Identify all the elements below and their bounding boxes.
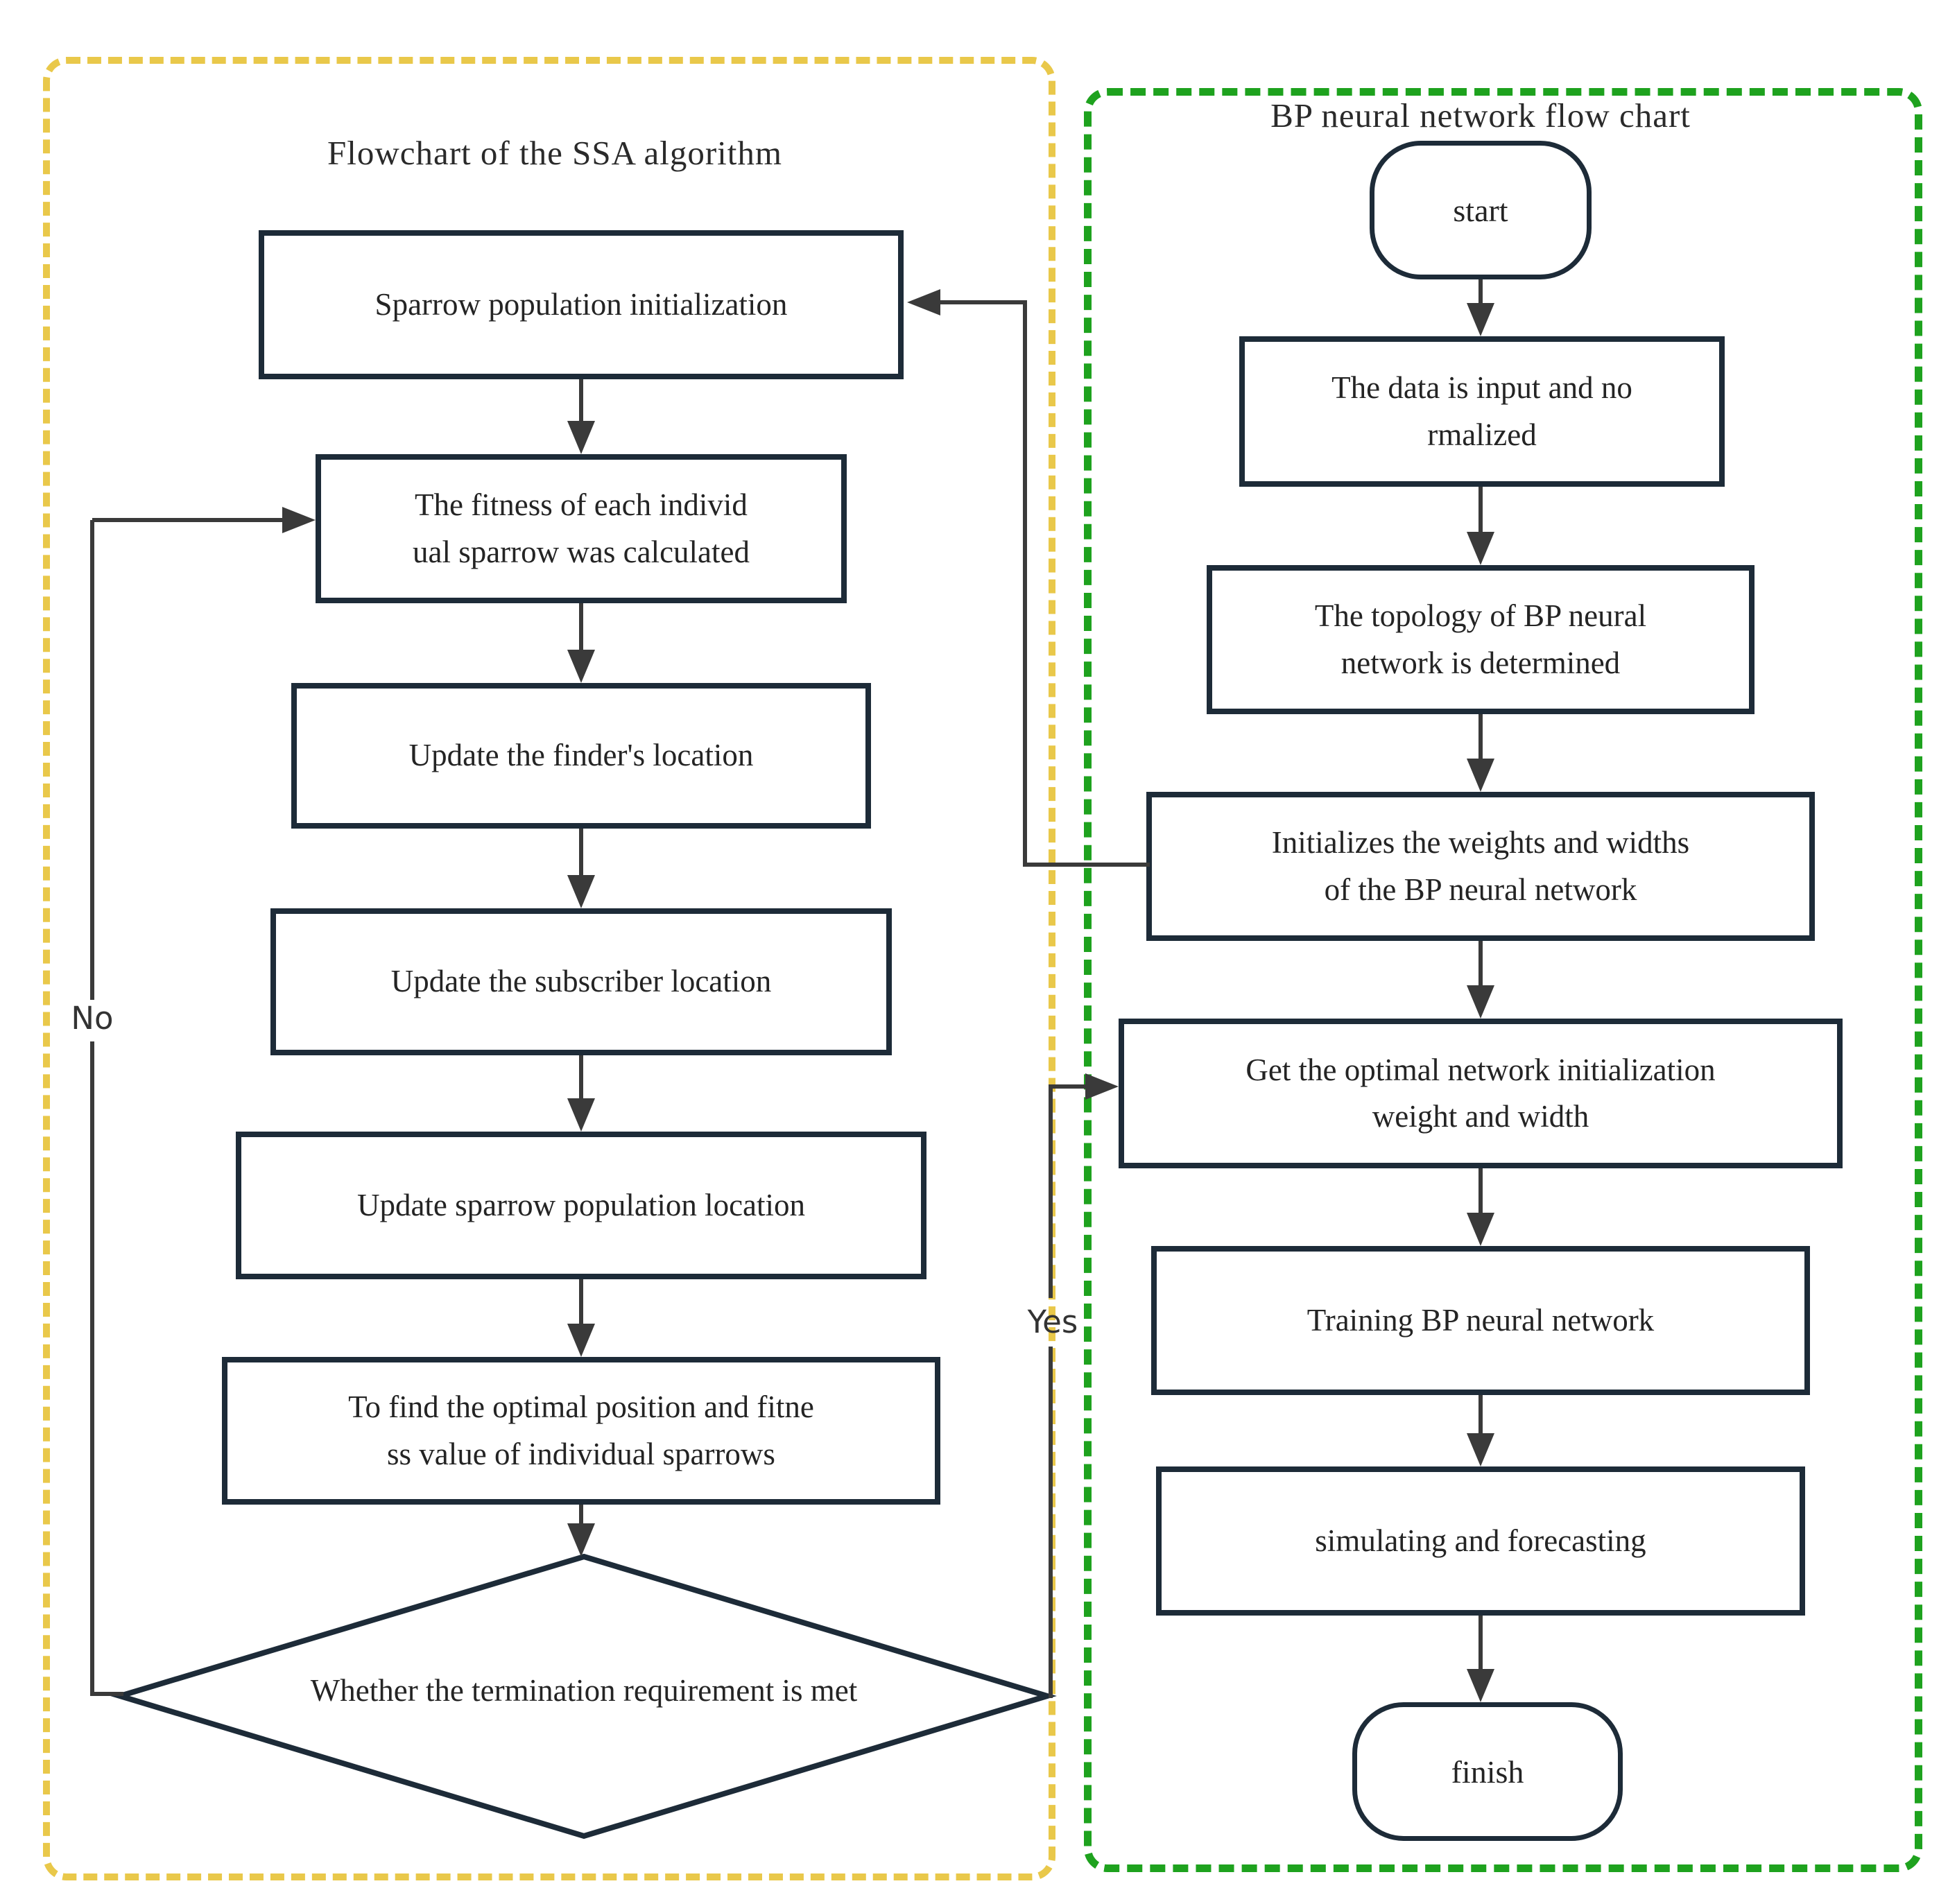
arrowhead-r4-r5 [1467, 985, 1494, 1019]
node-update-finder: Update the finder's location [291, 683, 871, 829]
no-loop-vertical-upper [90, 520, 94, 1000]
connector-b4-b5 [579, 1055, 583, 1100]
node-update-subscriber: Update the subscriber location [270, 908, 892, 1055]
arrowhead-start-r2 [1467, 303, 1494, 336]
arrowhead-yes-into-get-optimal [1085, 1073, 1119, 1100]
arrowhead-r6-r7 [1467, 1433, 1494, 1466]
node-start: start [1370, 141, 1592, 279]
no-loop-vertical-lower [90, 1041, 94, 1696]
connector-b1-b2 [579, 379, 583, 422]
node-finish: finish [1352, 1702, 1623, 1841]
yes-vertical-lower [1049, 1347, 1053, 1698]
no-loop-bottom-segment [90, 1692, 123, 1696]
node-topology: The topology of BP neural network is det… [1207, 565, 1755, 714]
edge-label-yes: Yes [1027, 1304, 1078, 1340]
node-simulating: simulating and forecasting [1156, 1466, 1805, 1616]
connector-b5-b6 [579, 1279, 583, 1325]
return-horizontal-lower [1025, 863, 1150, 867]
decision-diamond-label: Whether the termination requirement is m… [310, 1673, 858, 1708]
arrowhead-r5-r6 [1467, 1213, 1494, 1246]
bp-panel-border [1084, 88, 1922, 1872]
arrowhead-r7-finish [1467, 1669, 1494, 1702]
connector-r6-r7 [1478, 1395, 1483, 1435]
node-sparrow-init: Sparrow population initialization [259, 230, 904, 379]
connector-r7-finish [1478, 1616, 1483, 1670]
arrowhead-b3-b4 [567, 875, 595, 908]
ssa-title: Flowchart of the SSA algorithm [327, 134, 783, 172]
yes-vertical-upper [1049, 1084, 1053, 1298]
arrowhead-b1-b2 [567, 421, 595, 454]
arrowhead-b5-b6 [567, 1324, 595, 1357]
connector-r2-r3 [1478, 487, 1483, 533]
arrowhead-return-into-sparrow-init [907, 289, 940, 315]
connector-b6-diamond [579, 1505, 583, 1525]
arrowhead-b2-b3 [567, 650, 595, 683]
arrowhead-r3-r4 [1467, 759, 1494, 792]
node-init-weights: Initializes the weights and widths of th… [1146, 792, 1815, 941]
bp-title: BP neural network flow chart [1270, 96, 1691, 135]
connector-start-r2 [1478, 279, 1483, 304]
node-get-optimal: Get the optimal network initialization w… [1119, 1019, 1843, 1168]
connector-b3-b4 [579, 829, 583, 876]
node-training: Training BP neural network [1151, 1246, 1810, 1395]
no-loop-top-segment [92, 518, 282, 522]
return-horizontal-upper [940, 300, 1027, 304]
arrowhead-b4-b5 [567, 1098, 595, 1132]
node-data-input: The data is input and no rmalized [1239, 336, 1725, 487]
return-vertical [1023, 300, 1027, 867]
node-find-optimal: To find the optimal position and fitne s… [222, 1357, 940, 1505]
arrowhead-b6-diamond [567, 1523, 595, 1557]
connector-r4-r5 [1478, 941, 1483, 987]
node-update-population: Update sparrow population location [236, 1132, 926, 1279]
yes-horizontal-segment [1049, 1084, 1087, 1089]
arrowhead-r2-r3 [1467, 532, 1494, 565]
connector-b2-b3 [579, 603, 583, 651]
connector-r5-r6 [1478, 1168, 1483, 1214]
ssa-panel-border [43, 57, 1055, 1880]
edge-label-no: No [71, 1000, 114, 1037]
node-fitness: The fitness of each individ ual sparrow … [316, 454, 847, 603]
arrowhead-no-into-fitness [282, 507, 316, 533]
connector-r3-r4 [1478, 714, 1483, 760]
